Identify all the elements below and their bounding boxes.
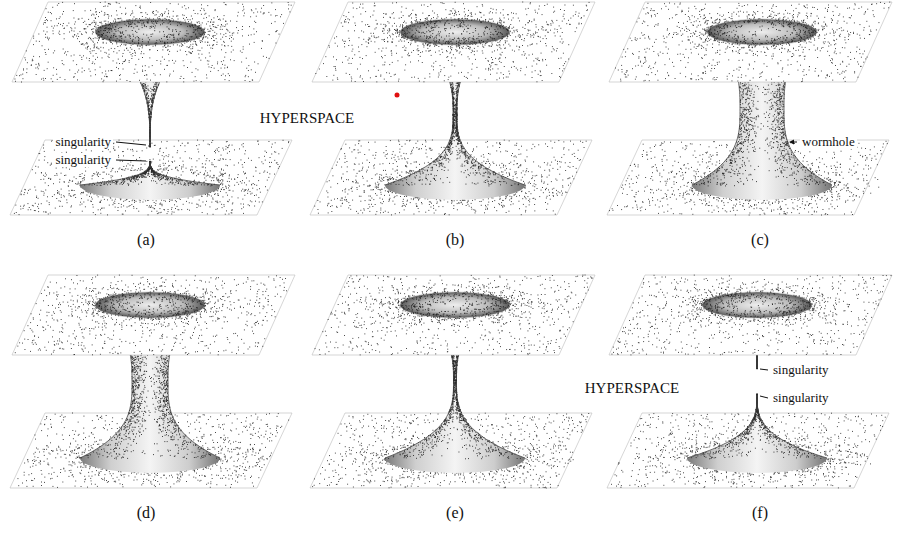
spacetime-panel: [10, 275, 295, 488]
funnel-edge: [457, 381, 526, 458]
leader-line: [116, 160, 146, 161]
callout-label: singularity: [771, 363, 831, 377]
red-dot: [395, 93, 400, 98]
upper-sheet: [312, 275, 595, 355]
panel-caption: (b): [444, 231, 467, 249]
stipple: [316, 2, 589, 82]
funnel-edge: [687, 395, 757, 458]
funnel: [385, 381, 525, 473]
panel-caption: (f): [750, 504, 770, 522]
callout-label: singularity: [53, 153, 113, 167]
spacetime-panel: [310, 2, 595, 215]
upper-sheet: [609, 2, 892, 82]
stipple: [15, 275, 286, 355]
panel-caption: (c): [749, 231, 771, 249]
arrow-head: [789, 140, 794, 145]
stipple: [315, 275, 592, 355]
panel-caption: (a): [135, 231, 157, 249]
stipple: [81, 382, 220, 459]
funnel-edge: [457, 115, 525, 185]
stipple: [708, 19, 817, 45]
stipple: [15, 2, 291, 82]
upper-sheet: [312, 2, 595, 82]
upper-sheet: [12, 275, 295, 355]
region-label: HYPERSPACE: [583, 380, 681, 397]
region-label: HYPERSPACE: [258, 110, 356, 127]
funnel-edge: [168, 383, 220, 458]
stipple: [612, 275, 891, 355]
stipple: [401, 293, 508, 318]
leader-line: [760, 396, 768, 398]
upper-sheet: [12, 2, 295, 82]
funnel: [80, 162, 220, 200]
funnel-edge: [150, 162, 220, 185]
lower-sheet: [10, 140, 292, 215]
spacetime-panel: [607, 2, 892, 215]
funnel-edge: [385, 115, 453, 185]
stipple: [14, 140, 289, 215]
stipple: [400, 20, 508, 45]
callout-label: singularity: [771, 391, 831, 405]
callout-label: singularity: [53, 135, 113, 149]
spacetime-panel: [10, 2, 295, 215]
funnel-edge: [692, 110, 740, 185]
funnel: [385, 115, 525, 200]
panel-caption: (e): [444, 504, 466, 522]
spacetime-panel: [310, 275, 595, 488]
funnel-edge: [80, 383, 132, 458]
stipple: [97, 292, 205, 318]
leader-line: [116, 142, 146, 145]
leader-line: [760, 369, 768, 370]
stipple: [615, 2, 889, 82]
upper-sheet: [609, 275, 892, 355]
panel-caption: (d): [135, 504, 158, 522]
funnel: [692, 110, 832, 200]
funnel-edge: [385, 381, 454, 458]
funnel: [80, 383, 220, 473]
funnel: [687, 395, 827, 473]
callout-label: wormhole: [800, 135, 857, 149]
